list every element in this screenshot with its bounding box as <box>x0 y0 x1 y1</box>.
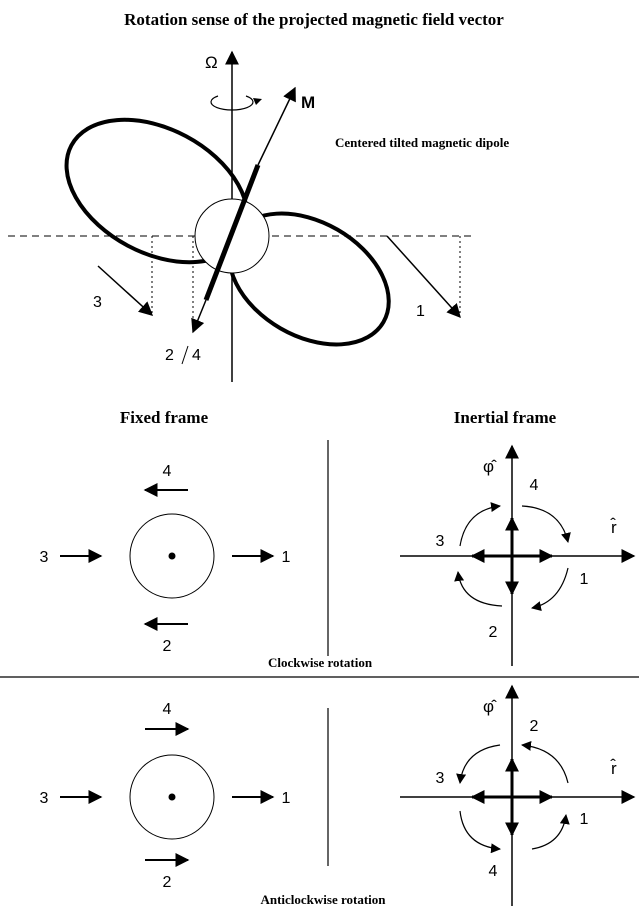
label-left: 3 <box>40 549 49 566</box>
curved-arrow-top-right <box>521 505 571 543</box>
curved-arrow-bottom-left <box>459 810 501 854</box>
dipole-caption: Centered tilted magnetic dipole <box>335 135 509 150</box>
anticlockwise-fixed-frame: 4 3 1 2 <box>40 701 291 891</box>
r-label: r̂ <box>610 758 617 778</box>
fixed-frame-header: Fixed frame <box>120 408 209 427</box>
label-bottom: 2 <box>163 638 172 655</box>
quad-label-left: 3 <box>436 533 445 550</box>
r-label: r̂ <box>610 517 617 537</box>
curved-arrow-bottom-left <box>454 571 503 607</box>
label-left: 3 <box>40 790 49 807</box>
quad-label-right: 1 <box>580 811 589 828</box>
label-top: 4 <box>163 463 172 480</box>
label-top: 4 <box>163 701 172 718</box>
clockwise-caption: Clockwise rotation <box>268 655 373 670</box>
phi-label: φ̂ <box>483 697 497 716</box>
quad-label-bottom: 4 <box>489 863 498 880</box>
clockwise-inertial-frame: φ̂ r̂ 4 3 1 2 <box>400 444 636 666</box>
planet-circle <box>129 513 215 599</box>
projected-vector-3 <box>97 265 154 316</box>
curved-arrow-top-left <box>459 502 501 547</box>
quad-label-left: 3 <box>436 770 445 787</box>
center-dot <box>168 552 176 560</box>
inertial-frame-header: Inertial frame <box>454 408 557 427</box>
label-right: 1 <box>282 549 291 566</box>
anticlockwise-inertial-frame: φ̂ r̂ 2 3 1 4 <box>400 684 636 906</box>
quad-label-top: 2 <box>530 718 539 735</box>
dipole-diagram: Ω M Centered tilted magnetic dipole 3 1 … <box>8 50 509 382</box>
m-label: M <box>301 93 315 112</box>
curved-arrow-top-right <box>521 740 569 784</box>
anticlockwise-caption: Anticlockwise rotation <box>260 892 386 907</box>
point-label-4: 4 <box>192 347 201 364</box>
point-label-2: 2 <box>165 347 174 364</box>
quad-label-right: 1 <box>580 571 589 588</box>
dipole-axis-lower <box>191 299 207 334</box>
curved-arrow-bottom-right <box>531 814 570 850</box>
figure-title: Rotation sense of the projected magnetic… <box>124 10 504 29</box>
rotation-sense-arrow <box>210 95 254 111</box>
point-label-3: 3 <box>93 294 102 311</box>
label-separator <box>181 345 189 365</box>
curved-arrow-top-left <box>456 744 501 784</box>
phi-label: φ̂ <box>483 457 497 476</box>
dipole-axis-thick <box>203 164 261 301</box>
omega-label: Ω <box>205 53 218 72</box>
point-label-1: 1 <box>416 303 425 320</box>
clockwise-fixed-frame: 4 3 1 2 <box>40 463 291 655</box>
label-right: 1 <box>282 790 291 807</box>
quad-label-bottom: 2 <box>489 624 498 641</box>
quad-label-top: 4 <box>530 477 539 494</box>
projected-vector-1 <box>386 235 461 319</box>
magnetic-moment-arrow <box>257 86 296 166</box>
planet-circle <box>129 754 215 840</box>
curved-arrow-bottom-right <box>531 567 569 611</box>
label-bottom: 2 <box>163 874 172 891</box>
center-dot <box>168 793 176 801</box>
